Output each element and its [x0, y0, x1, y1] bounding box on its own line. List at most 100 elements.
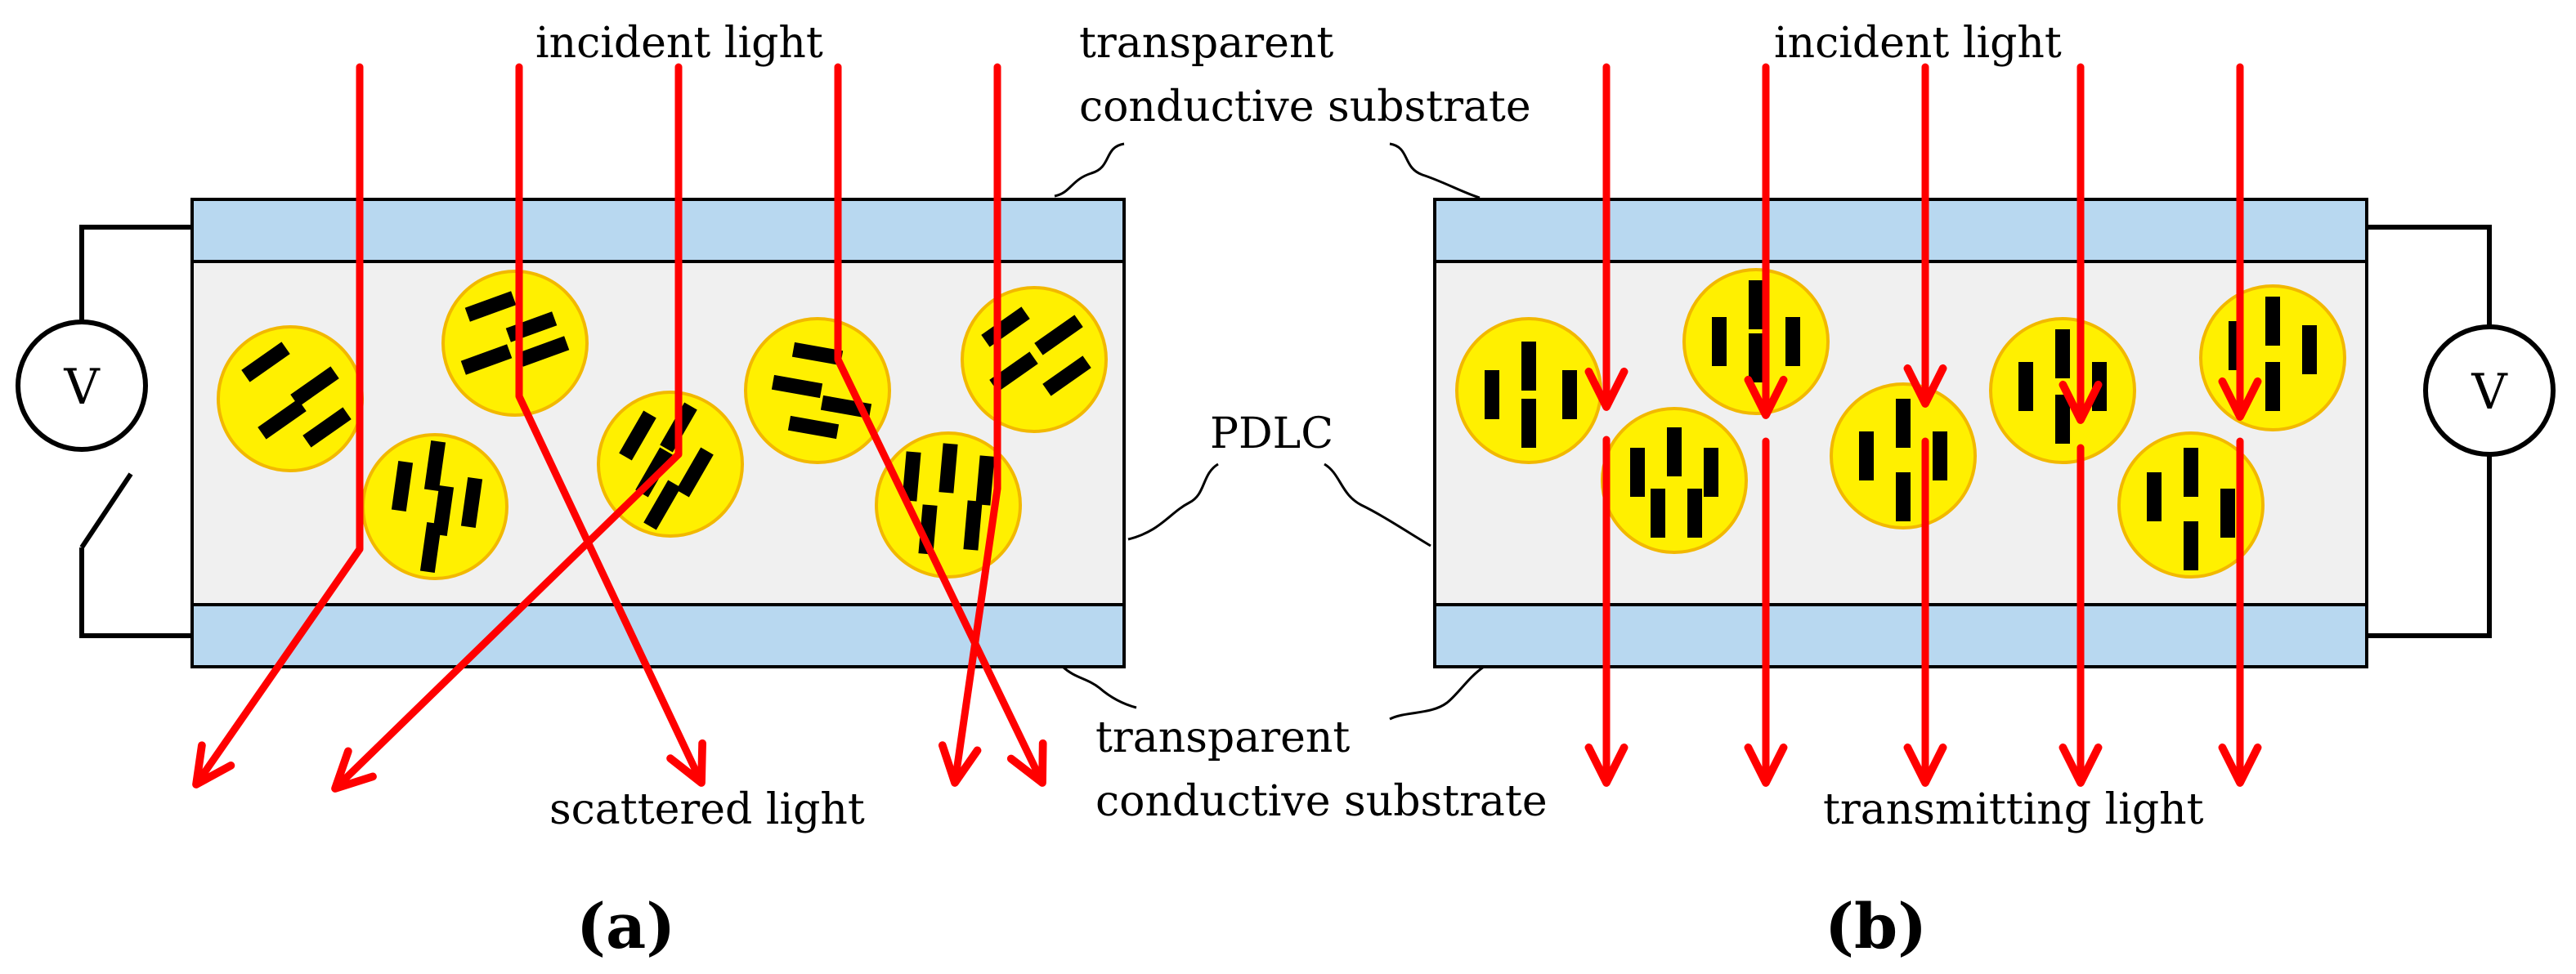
panel-a-liquid-crystal-molecule	[419, 522, 442, 573]
panel-a-liquid-crystal-molecule	[460, 344, 513, 375]
light-rays-a	[192, 63, 1047, 793]
panel-a-liquid-crystal-molecule	[820, 395, 872, 419]
panel-b-liquid-crystal-molecule	[2265, 362, 2280, 411]
panel-b-liquid-crystal-molecule	[2147, 472, 2162, 521]
panel-a-liquid-crystal-molecule	[989, 351, 1038, 392]
light-rays-b	[1584, 63, 2262, 787]
panel-b-liquid-crystal-molecule	[1651, 489, 1665, 538]
panel-a-liquid-crystal-molecule	[290, 366, 339, 407]
panel-a-liquid-crystal-molecule	[643, 480, 681, 530]
panel-a-liquid-crystal-molecule	[619, 410, 656, 461]
panel-b-liquid-crystal-molecule	[1933, 431, 1947, 480]
panel-a-liquid-crystal-molecule	[391, 461, 414, 512]
top-substrate-a	[190, 198, 1126, 263]
panel-b-liquid-crystal-molecule	[1521, 342, 1536, 391]
voltmeter-a-label: V	[63, 359, 101, 416]
voltmeter-a	[16, 319, 148, 452]
droplets-a	[217, 270, 1108, 580]
circuit-b: V	[2367, 225, 2556, 638]
panel-b-liquid-crystal-molecule	[1896, 399, 1911, 448]
circuit-wire-b-top	[2367, 225, 2492, 327]
top-substrate-leader-a	[1054, 142, 1125, 198]
panel-b-liquid-crystal-molecule	[2184, 448, 2198, 497]
panel-b-liquid-crystal-molecule	[2302, 325, 2317, 374]
panel-a-liquid-crystal-molecule	[902, 451, 921, 502]
panel-b-liquid-crystal-molecule	[1562, 370, 1577, 419]
panel-a-liquid-crystal-molecule	[771, 374, 823, 399]
voltmeter-b	[2423, 324, 2556, 457]
panel-a-liquid-crystal-molecule	[939, 443, 958, 494]
panel-a-liquid-crystal-molecule	[460, 477, 483, 528]
panel-b-liquid-crystal-molecule	[2018, 362, 2033, 411]
panel-b-liquid-crystal-molecule	[1485, 370, 1499, 419]
panel-a-light-ray	[331, 63, 683, 793]
open-switch-a	[79, 472, 133, 549]
circuit-a: V	[16, 225, 192, 638]
center-labels: transparent conductive substrate PDLC tr…	[1054, 19, 1548, 826]
panel-b-liquid-crystal-molecule	[1521, 399, 1536, 448]
incident-light-label-a: incident light	[535, 19, 823, 68]
panel-a-liquid-crystal-molecule	[676, 447, 714, 498]
panel-b-liquid-crystal-molecule	[1859, 431, 1874, 480]
panel-b-droplet	[1601, 407, 1748, 554]
panel-a-light-ray	[938, 63, 1001, 787]
panel-a-liquid-crystal-molecule	[975, 455, 995, 506]
scattered-light-label: scattered light	[549, 785, 865, 834]
panel-a-liquid-crystal-molecule	[1042, 355, 1091, 396]
circuit-wire-a-top	[79, 225, 192, 330]
bottom-substrate-leader-a	[1061, 665, 1137, 709]
panel-a-liquid-crystal-molecule	[258, 399, 307, 440]
panel-a-liquid-crystal-molecule	[787, 415, 840, 440]
circuit-wire-a-bottom	[79, 547, 192, 638]
panel-b: V incident light transmitting light (b)	[1433, 19, 2556, 963]
panel-a-liquid-crystal-molecule	[981, 306, 1030, 347]
panel-b-liquid-crystal-molecule	[1630, 448, 1645, 497]
panel-a-liquid-crystal-molecule	[432, 485, 455, 536]
panel-b-liquid-crystal-molecule	[2055, 395, 2070, 444]
panel-b-liquid-crystal-molecule	[1687, 489, 1702, 538]
panel-a-liquid-crystal-molecule	[241, 342, 290, 382]
top-substrate-leader-b	[1389, 142, 1481, 199]
panel-b-liquid-crystal-molecule	[1712, 317, 1727, 366]
panel-b-liquid-crystal-molecule	[1704, 448, 1718, 497]
panel-b-liquid-crystal-molecule	[1749, 333, 1763, 382]
panel-a-liquid-crystal-molecule	[464, 291, 517, 322]
voltmeter-b-label: V	[2471, 364, 2508, 421]
top-substrate-label-line2: conductive substrate	[1079, 83, 1531, 132]
top-substrate-b	[1433, 198, 2368, 263]
panel-a: V incident light scattered light (a)	[16, 19, 1126, 963]
panel-b-droplet	[2117, 431, 2265, 579]
panel-a-liquid-crystal-molecule	[517, 336, 570, 367]
panel-a-liquid-crystal-molecule	[1034, 315, 1083, 355]
panel-a-liquid-crystal-molecule	[302, 407, 352, 448]
pdlc-leader-b	[1324, 462, 1431, 547]
panel-a-light-ray	[515, 63, 706, 787]
transmitting-light-label: transmitting light	[1823, 785, 2204, 834]
panel-a-label: (a)	[576, 890, 675, 963]
bottom-substrate-b	[1433, 603, 2368, 668]
bottom-substrate-label-line2: conductive substrate	[1095, 777, 1548, 826]
top-substrate-label-line1: transparent	[1079, 19, 1333, 68]
panel-b-droplet	[1830, 382, 1977, 529]
incident-light-label-b: incident light	[1774, 19, 2062, 68]
panel-a-light-ray	[192, 63, 364, 789]
panel-b-liquid-crystal-molecule	[2055, 329, 2070, 378]
pdlc-leader-a	[1127, 462, 1219, 541]
pdlc-label: PDLC	[1210, 409, 1333, 458]
panel-b-liquid-crystal-molecule	[1667, 427, 1682, 476]
panel-b-liquid-crystal-molecule	[2220, 489, 2235, 538]
bottom-substrate-leader-b	[1389, 665, 1485, 721]
panel-b-liquid-crystal-molecule	[2184, 521, 2198, 570]
panel-b-label: (b)	[1825, 890, 1927, 963]
panel-a-liquid-crystal-molecule	[423, 440, 446, 491]
bottom-substrate-label-line1: transparent	[1095, 713, 1350, 762]
circuit-wire-b-bottom	[2367, 454, 2492, 638]
panel-b-liquid-crystal-molecule	[1749, 280, 1763, 329]
panel-a-liquid-crystal-molecule	[791, 342, 844, 366]
panel-a-droplet	[217, 325, 364, 472]
panel-a-liquid-crystal-molecule	[963, 500, 983, 551]
panel-b-liquid-crystal-molecule	[2092, 362, 2107, 411]
panel-b-liquid-crystal-molecule	[1896, 472, 1911, 521]
